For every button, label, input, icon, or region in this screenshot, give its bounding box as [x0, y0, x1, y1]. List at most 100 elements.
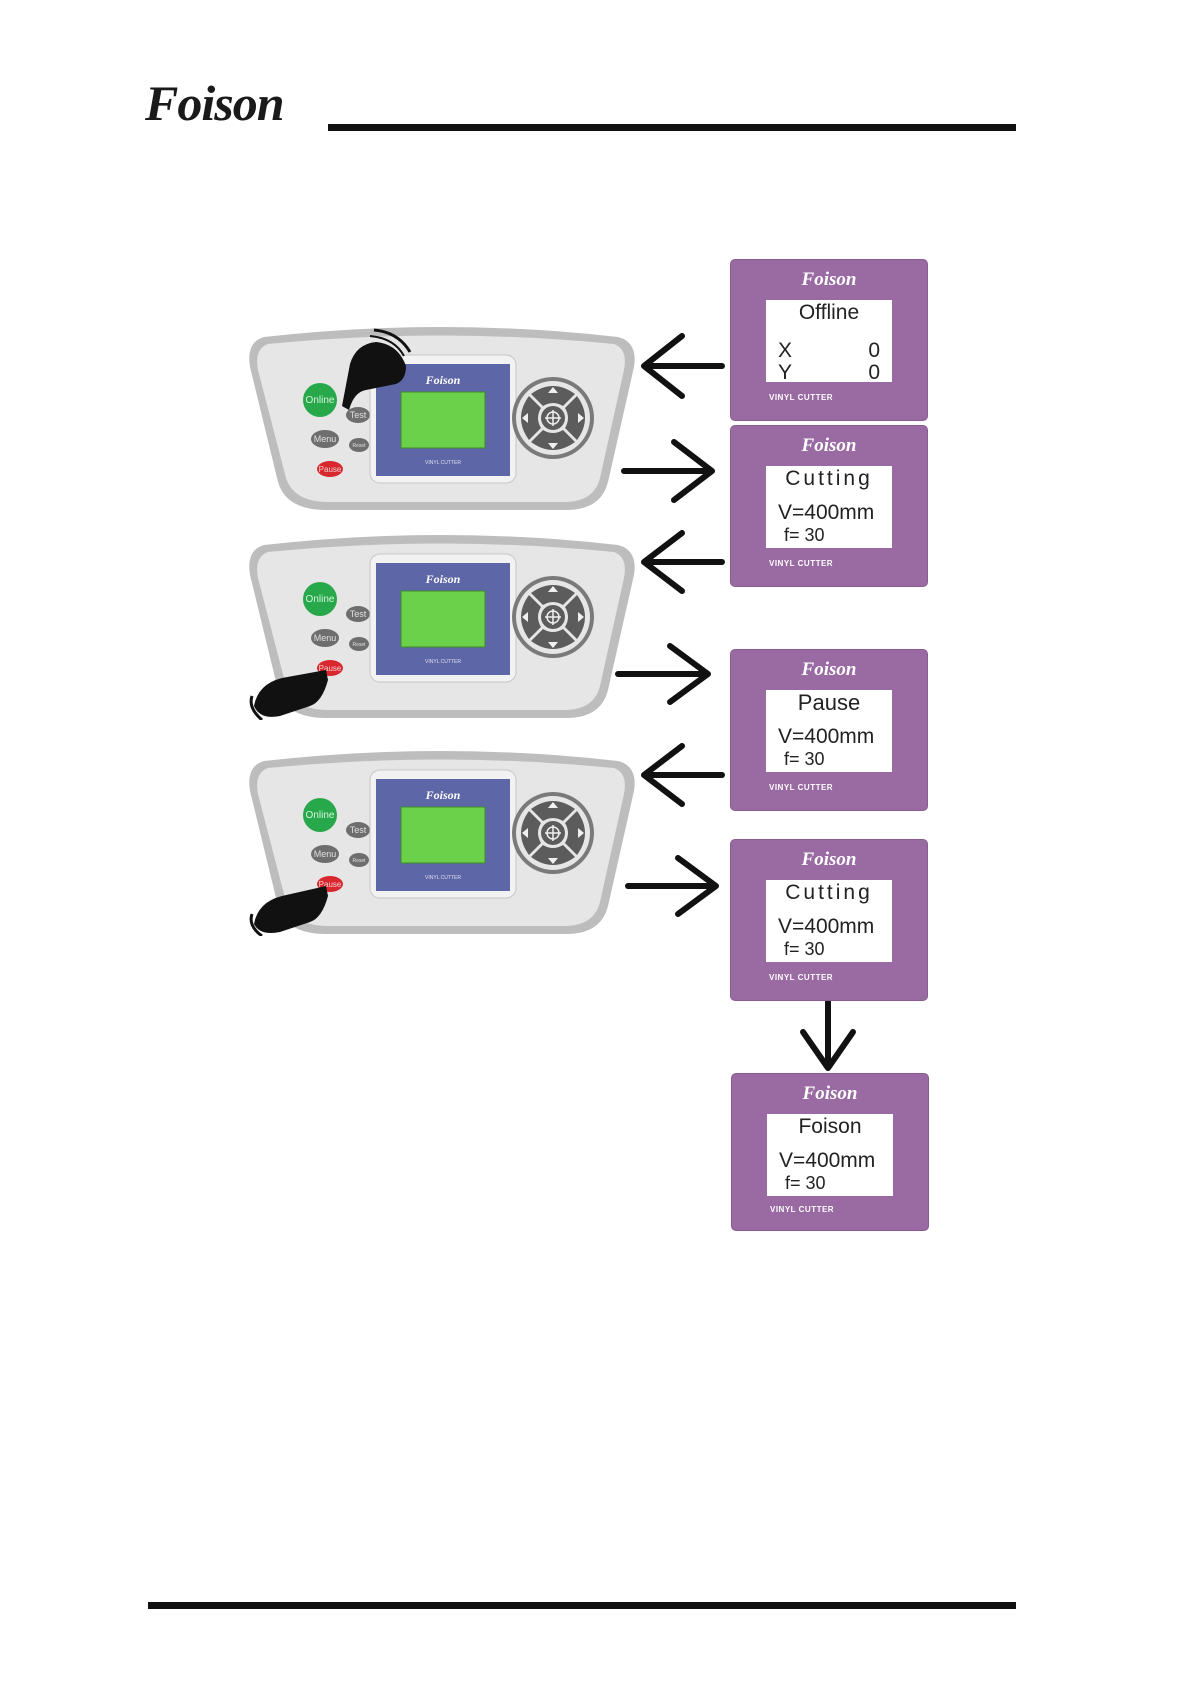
reset-button[interactable]: [349, 637, 369, 651]
arrow-right-icon: [625, 855, 719, 917]
test-button[interactable]: [346, 407, 370, 423]
pause-label: Pause: [319, 664, 342, 673]
card-brand: Foison: [802, 1083, 858, 1104]
menu-label: Menu: [314, 849, 337, 859]
arrow-left-icon: [641, 530, 725, 594]
card-status-line: Foison: [798, 1115, 862, 1138]
card-speed: V=400mm: [778, 915, 875, 938]
lcd-card-cutting-resumed: Foison Cutting V=400mm f= 30 VINYL CUTTE…: [731, 840, 927, 1000]
control-panel-2: Online Test Menu Reset Pause Foison VINY…: [249, 535, 635, 720]
online-button[interactable]: [303, 582, 337, 616]
dpad-right-button[interactable]: [565, 811, 585, 855]
pause-button[interactable]: [317, 461, 343, 477]
card-x-value: 0: [868, 339, 880, 362]
card-screen: Cutting V=400mm f= 30: [766, 880, 892, 962]
card-status-line: Pause: [797, 690, 861, 715]
menu-label: Menu: [314, 434, 337, 444]
test-button[interactable]: [346, 606, 370, 622]
card-speed: V=400mm: [778, 725, 875, 748]
lcd-screen: [400, 391, 486, 449]
control-panel-1: Online Test Menu Reset Pause Foison VINY…: [249, 327, 635, 510]
header-logo: Foison: [145, 75, 285, 131]
online-label: Online: [306, 810, 335, 821]
dpad-up-button[interactable]: [531, 585, 575, 605]
footer-rule: [148, 1602, 1016, 1609]
dpad-right-button[interactable]: [565, 595, 585, 639]
card-screen: Cutting V=400mm f= 30: [766, 466, 892, 548]
control-panel-3: Online Test Menu Reset Pause Foison VINY…: [249, 751, 635, 936]
card-status-line: Offline: [798, 301, 860, 324]
pointing-hand-icon: [249, 886, 328, 936]
menu-button[interactable]: [311, 430, 339, 448]
card-screen: Pause V=400mm f= 30: [766, 690, 892, 772]
card-brand: Foison: [801, 435, 857, 456]
lcd-card-finished: Foison Foison V=400mm f= 30 VINYL CUTTER: [732, 1074, 928, 1230]
online-button[interactable]: [303, 798, 337, 832]
menu-button[interactable]: [311, 845, 339, 863]
dpad-down-button[interactable]: [531, 845, 575, 865]
card-force: f= 30: [784, 749, 825, 769]
dpad-down-button[interactable]: [531, 629, 575, 649]
card-brand: Foison: [801, 269, 857, 290]
card-y-label: Y: [778, 361, 793, 384]
dpad-right-button[interactable]: [565, 396, 585, 440]
pointing-hand-icon: [342, 328, 412, 410]
card-status-line: Cutting: [785, 881, 873, 904]
card-footer: VINYL CUTTER: [769, 973, 834, 982]
lcd-brand: Foison: [425, 373, 461, 387]
card-x-label: X: [778, 339, 793, 362]
arrow-left-icon: [641, 333, 725, 399]
card-status-line: Cutting: [785, 467, 873, 490]
card-footer: VINYL CUTTER: [769, 783, 834, 792]
test-label: Test: [350, 825, 367, 835]
card-force: f= 30: [784, 525, 825, 545]
reset-label: Reset: [352, 642, 366, 648]
reset-button[interactable]: [349, 438, 369, 452]
lcd-brand: Foison: [425, 788, 461, 802]
dpad-up-button[interactable]: [531, 801, 575, 821]
reset-label: Reset: [352, 443, 366, 449]
reset-button[interactable]: [349, 853, 369, 867]
dpad-left-button[interactable]: [521, 396, 541, 440]
card-speed: V=400mm: [779, 1149, 876, 1172]
lcd-screen: [400, 590, 486, 648]
dpad-left-button[interactable]: [521, 595, 541, 639]
card-screen: Foison V=400mm f= 30: [767, 1114, 893, 1196]
card-y-value: 0: [868, 361, 880, 384]
card-footer: VINYL CUTTER: [769, 559, 834, 568]
test-label: Test: [350, 410, 367, 420]
test-label: Test: [350, 609, 367, 619]
pointing-hand-icon: [249, 670, 328, 720]
card-footer: VINYL CUTTER: [770, 1205, 835, 1214]
card-footer: VINYL CUTTER: [769, 393, 834, 402]
pause-label: Pause: [319, 880, 342, 889]
arrow-left-icon: [641, 743, 725, 807]
lcd-caption: VINYL CUTTER: [425, 875, 461, 881]
card-speed: V=400mm: [778, 501, 875, 524]
online-button[interactable]: [303, 383, 337, 417]
menu-button[interactable]: [311, 629, 339, 647]
header-rule: [328, 124, 1016, 131]
online-label: Online: [306, 594, 335, 605]
reset-label: Reset: [352, 858, 366, 864]
lcd-card-pause: Foison Pause V=400mm f= 30 VINYL CUTTER: [731, 650, 927, 810]
lcd-caption: VINYL CUTTER: [425, 659, 461, 665]
test-button[interactable]: [346, 822, 370, 838]
lcd-screen: [400, 806, 486, 864]
dpad-left-button[interactable]: [521, 811, 541, 855]
card-brand: Foison: [801, 659, 857, 680]
dpad-down-button[interactable]: [531, 430, 575, 450]
card-force: f= 30: [785, 1173, 826, 1193]
card-brand: Foison: [801, 849, 857, 870]
card-screen: Offline X 0 Y 0: [766, 300, 892, 384]
arrow-right-icon: [621, 439, 715, 503]
menu-label: Menu: [314, 633, 337, 643]
online-label: Online: [306, 395, 335, 406]
card-force: f= 30: [784, 939, 825, 959]
lcd-caption: VINYL CUTTER: [425, 460, 461, 466]
lcd-card-cutting: Foison Cutting V=400mm f= 30 VINYL CUTTE…: [731, 426, 927, 586]
lcd-card-offline: Foison Offline X 0 Y 0 VINYL CUTTER: [731, 260, 927, 420]
pause-label: Pause: [319, 465, 342, 474]
dpad-up-button[interactable]: [531, 386, 575, 406]
lcd-brand: Foison: [425, 572, 461, 586]
